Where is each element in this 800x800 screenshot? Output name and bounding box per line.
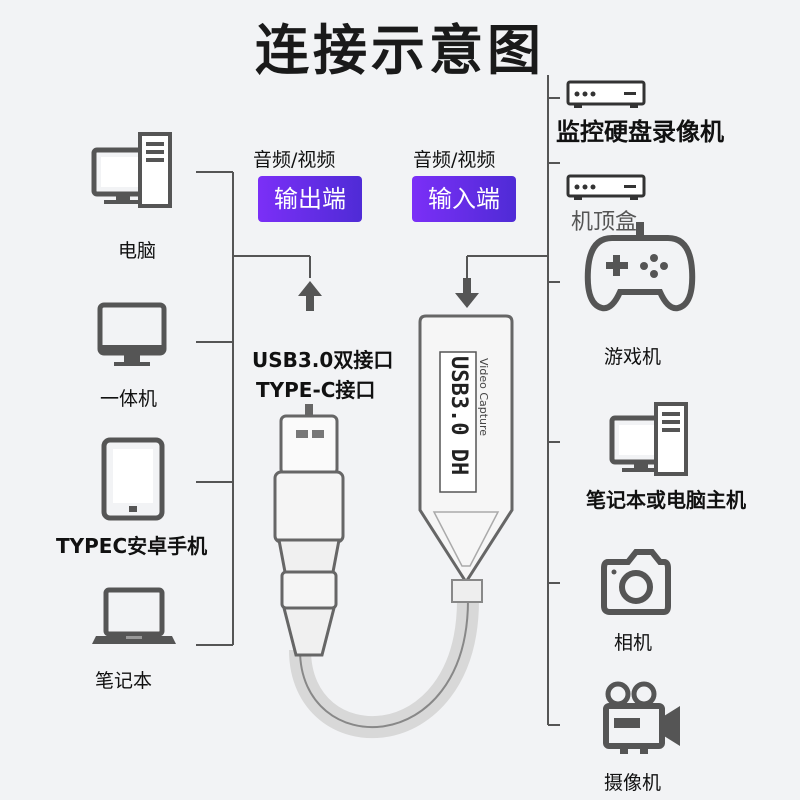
right-connection-lines bbox=[466, 75, 560, 726]
right-device-label: 笔记本或电脑主机 bbox=[586, 488, 746, 512]
connector-label-line1: USB3.0双接口 bbox=[252, 348, 394, 372]
capture-device bbox=[418, 314, 514, 603]
capture-main-text: USB3.0 DH bbox=[446, 356, 471, 475]
desktop-computer-icon bbox=[609, 402, 688, 476]
arrow-down-shaft bbox=[463, 278, 471, 294]
output-badge: 输出端 bbox=[258, 176, 362, 222]
usb-a-plug bbox=[273, 404, 345, 657]
desktop-computer-icon bbox=[91, 132, 172, 208]
left-device-label: 一体机 bbox=[100, 388, 158, 410]
video-camera-icon bbox=[603, 681, 680, 754]
arrow-up-shaft bbox=[306, 295, 314, 311]
left-device-label: 笔记本 bbox=[95, 670, 153, 692]
right-device-label: 相机 bbox=[614, 632, 653, 654]
set-top-box-icon bbox=[566, 174, 646, 200]
all-in-one-pc-icon bbox=[97, 302, 167, 366]
input-subtitle: 音频/视频 bbox=[413, 149, 496, 171]
connector-label-line2: TYPE-C接口 bbox=[256, 378, 376, 402]
output-subtitle: 音频/视频 bbox=[253, 149, 336, 171]
camera-icon bbox=[601, 549, 671, 615]
arrow-down-icon bbox=[455, 293, 479, 308]
right-device-label: 游戏机 bbox=[604, 346, 662, 368]
capture-side-text: Video Capture bbox=[477, 358, 490, 436]
left-device-label: 电脑 bbox=[118, 240, 157, 262]
laptop-icon bbox=[92, 587, 176, 644]
left-connection-lines bbox=[196, 171, 311, 646]
dvr-recorder-icon bbox=[566, 80, 646, 108]
right-device-label: 机顶盒 bbox=[571, 210, 638, 235]
page-title: 连接示意图 bbox=[255, 19, 545, 82]
input-badge: 输入端 bbox=[412, 176, 516, 222]
right-device-label: 监控硬盘录像机 bbox=[556, 118, 724, 146]
right-device-label: 摄像机 bbox=[604, 772, 662, 794]
gamepad-icon bbox=[584, 222, 696, 312]
tablet-phone-icon bbox=[101, 437, 165, 521]
arrow-up-icon bbox=[298, 281, 322, 296]
left-device-label: TYPEC安卓手机 bbox=[56, 534, 208, 558]
